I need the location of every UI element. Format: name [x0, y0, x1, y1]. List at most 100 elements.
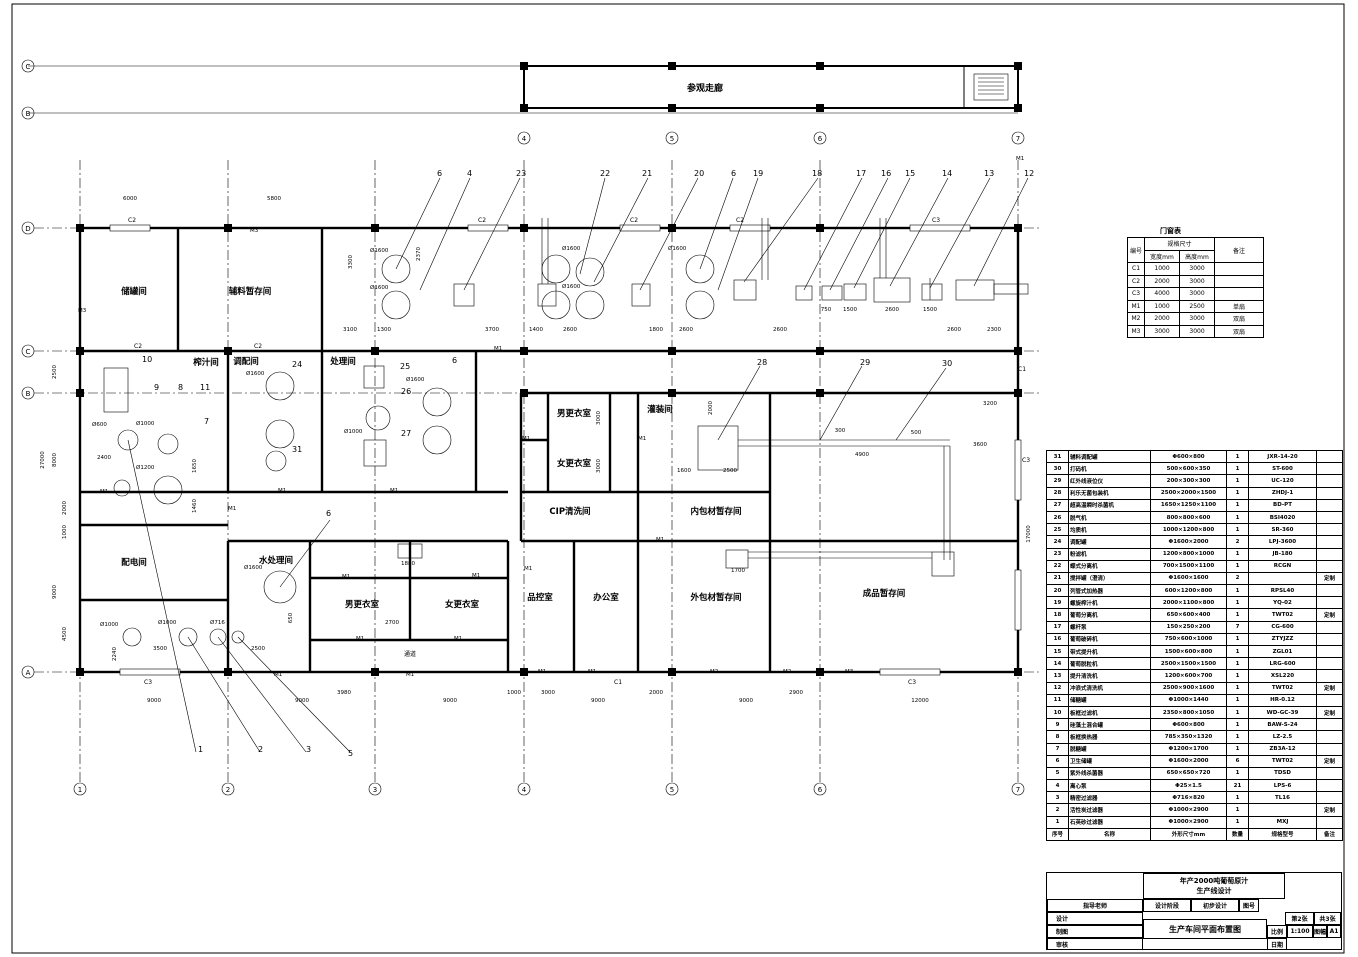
svg-text:5: 5	[670, 786, 674, 794]
title-block: 年产2000吨葡萄原汁 生产线设计 指导老师 设计阶段 初步设计 图号 设计 第…	[1046, 872, 1342, 950]
svg-text:4: 4	[467, 169, 472, 178]
svg-text:Ø1000: Ø1000	[100, 621, 119, 628]
room-inner-pack: 内包材暂存间	[690, 506, 741, 517]
dimension-text: 6000 5800 3100 1300 3700 1400 2600 1800 …	[97, 196, 1001, 704]
svg-text:2240: 2240	[112, 647, 118, 661]
svg-text:1500: 1500	[923, 307, 937, 313]
svg-text:Ø1600: Ø1600	[370, 247, 389, 254]
svg-text:2500: 2500	[723, 468, 737, 474]
svg-text:12: 12	[1024, 169, 1034, 178]
stage-label: 设计阶段	[1143, 899, 1191, 912]
svg-text:C: C	[26, 348, 31, 356]
review-label: 审核	[1047, 938, 1143, 950]
svg-text:2300: 2300	[987, 327, 1001, 333]
svg-text:M1: M1	[100, 489, 108, 495]
svg-text:D: D	[25, 225, 30, 233]
svg-text:C3: C3	[1022, 457, 1030, 464]
svg-text:M1: M1	[494, 346, 502, 352]
svg-text:300: 300	[835, 428, 846, 434]
svg-text:1460: 1460	[192, 499, 198, 513]
svg-text:9000: 9000	[295, 698, 309, 704]
svg-text:10: 10	[142, 355, 152, 364]
svg-text:3500: 3500	[153, 646, 167, 652]
svg-text:7: 7	[204, 417, 209, 426]
svg-text:13: 13	[984, 169, 994, 178]
svg-text:1880: 1880	[401, 561, 415, 567]
room-process: 处理间	[329, 356, 356, 367]
svg-text:650: 650	[288, 612, 294, 623]
svg-text:750: 750	[821, 307, 832, 313]
svg-text:2000: 2000	[708, 401, 714, 415]
svg-text:2500: 2500	[251, 646, 265, 652]
svg-text:M1: M1	[524, 566, 532, 572]
door-labels: M1 M3 M3 M1 M1 M1 M1 M1 M1 M1 M1 M1 M1 M…	[78, 156, 1024, 678]
svg-text:31: 31	[292, 445, 302, 454]
scale-label: 比例	[1267, 925, 1287, 938]
top-axis-bubbles: C B 4 5 6 7	[21, 59, 1025, 145]
svg-text:30: 30	[942, 359, 952, 368]
svg-text:C2: C2	[478, 217, 486, 224]
svg-text:21: 21	[642, 169, 652, 178]
svg-text:C1: C1	[1018, 366, 1026, 373]
room-qc: 品控室	[527, 592, 553, 603]
svg-text:1300: 1300	[377, 327, 391, 333]
svg-text:3: 3	[306, 745, 311, 754]
svg-text:2600: 2600	[563, 327, 577, 333]
svg-text:7: 7	[1016, 135, 1020, 143]
svg-text:C2: C2	[630, 217, 638, 224]
svg-text:2600: 2600	[679, 327, 693, 333]
svg-text:1500: 1500	[843, 307, 857, 313]
svg-text:6: 6	[326, 509, 331, 518]
svg-text:2900: 2900	[789, 690, 803, 696]
svg-text:M1: M1	[538, 669, 546, 675]
svg-text:M1: M1	[588, 669, 596, 675]
svg-text:C3: C3	[144, 679, 152, 686]
svg-text:B: B	[26, 390, 31, 398]
axis-grid	[34, 160, 1040, 782]
svg-text:27000: 27000	[40, 451, 46, 469]
svg-text:8: 8	[178, 383, 183, 392]
size-value: A1	[1327, 925, 1341, 938]
svg-text:M1: M1	[472, 573, 480, 579]
door-table-head-note: 备注	[1214, 237, 1265, 263]
svg-text:500: 500	[911, 430, 922, 436]
svg-text:3: 3	[373, 786, 377, 794]
svg-text:1400: 1400	[529, 327, 543, 333]
svg-text:Ø716: Ø716	[210, 619, 225, 626]
svg-text:Ø600: Ø600	[92, 421, 107, 428]
svg-text:1000: 1000	[62, 525, 68, 539]
svg-text:1: 1	[78, 786, 82, 794]
svg-text:C2: C2	[254, 343, 262, 350]
svg-text:19: 19	[753, 169, 763, 178]
dimension-text-vertical: 2500 27000 8000 2000 1000 9000 4500 2370…	[40, 247, 1032, 661]
door-table-caption: 门窗表	[1160, 227, 1181, 235]
svg-text:Ø1200: Ø1200	[136, 464, 155, 471]
svg-text:2: 2	[258, 745, 263, 754]
room-water: 水处理间	[258, 555, 293, 566]
svg-text:M1: M1	[656, 537, 664, 543]
svg-text:M1: M1	[228, 506, 236, 512]
svg-text:3100: 3100	[343, 327, 357, 333]
svg-text:C3: C3	[932, 217, 940, 224]
svg-text:M1: M1	[406, 672, 414, 678]
svg-text:M1: M1	[278, 488, 286, 494]
svg-text:M1: M1	[522, 436, 530, 442]
drawing-frame	[11, 3, 1345, 954]
svg-text:2500: 2500	[52, 365, 58, 379]
leader-callouts	[127, 177, 1029, 753]
project-title-1: 年产2000吨葡萄原汁	[1179, 877, 1249, 885]
